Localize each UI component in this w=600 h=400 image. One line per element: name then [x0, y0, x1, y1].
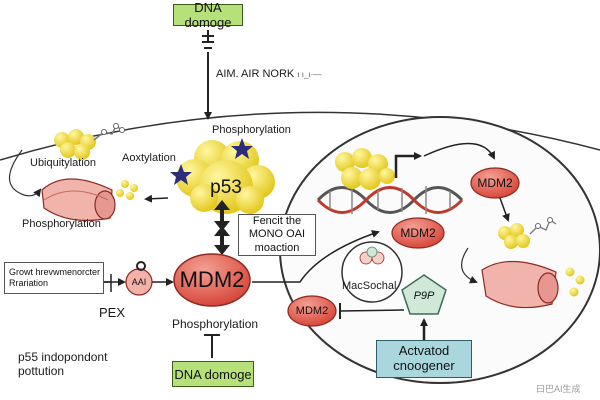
inhibit-box-line3: moaction: [254, 241, 300, 254]
pentagon-label: P9P: [413, 290, 435, 302]
bottom-left-line1: p55 indopondont: [18, 350, 108, 364]
dna-damage-top-box: DNA domoge: [173, 0, 243, 30]
acetylation-label: Aoxtylation: [122, 152, 176, 164]
growth-box-line1: Growt hrevwmenorcter: [9, 267, 101, 278]
mdm2-center-shape: [391, 217, 445, 249]
promoter-arrow-icon: [394, 152, 422, 178]
ubiquitylation-label: Ubiquitylation: [30, 157, 97, 169]
proteasome-icon: [41, 178, 138, 222]
mdm2-right-label: MDM2: [477, 176, 513, 190]
star-icon: [170, 164, 192, 185]
proteasome-icon: [481, 260, 585, 309]
mdm2-right-shape: [470, 167, 520, 199]
activated-oncogene-box: Actvatod cnoogener: [376, 340, 472, 378]
p53-phosphorylation-label: Phosphorylation: [212, 124, 291, 136]
p53-label: p53: [210, 177, 242, 198]
arf-label: AAI: [131, 277, 147, 287]
protein-cluster-icon: [335, 148, 395, 190]
left-phosphorylation-label: Phosphorylation: [22, 218, 101, 230]
mdm2-main-label: MDM2: [179, 267, 245, 292]
ubiquitin-chain-icon: [498, 217, 557, 249]
kinase-suffix: ı ı_ı·—: [297, 70, 322, 79]
activated-oncogene-line1: Actvatod: [398, 343, 450, 359]
watermark: 曰巴AI生成: [536, 384, 581, 394]
pex-label: PEX: [99, 305, 126, 320]
bottom-left-line2: pottution: [18, 363, 65, 378]
inhibit-box: Fencit the MONO OAI moaction: [238, 214, 316, 256]
inhibit-box-line1: Fencit the: [252, 215, 302, 228]
macsochal-circle: [341, 241, 403, 303]
dna-damage-bottom-box: DNA domoge: [172, 361, 254, 387]
bottom-left-text: p55 indopondont pottution: [18, 350, 108, 379]
macsochal-label: MacSochal: [342, 280, 397, 292]
protein-cluster-icon: [359, 246, 385, 265]
star-icon: [231, 138, 253, 159]
mdm2-lower-shape: [287, 295, 337, 327]
kinase-name: AIM. AIR NORK: [216, 68, 295, 80]
mdm2-main-shape: [173, 253, 251, 307]
mdm2-phosphorylation-label: Phosphorylation: [172, 317, 259, 331]
growth-box: Growt hrevwmenorcter Rrariation: [4, 262, 104, 294]
mdm2-center-label: MDM2: [400, 226, 436, 240]
inhibit-box-line2: MONO OAI: [248, 228, 306, 241]
mdm2-lower-label: MDM2: [295, 305, 329, 317]
growth-box-line2: Rrariation: [9, 278, 49, 288]
pentagon-shape: [401, 274, 447, 315]
kinase-label: AIM. AIR NORK ı ı_ı·—: [216, 68, 321, 81]
activated-oncogene-line2: cnoogener: [393, 358, 455, 373]
dna-helix-icon: [316, 186, 464, 214]
p53-protein: [176, 140, 275, 214]
ubiquitin-chain-icon: [54, 123, 125, 160]
